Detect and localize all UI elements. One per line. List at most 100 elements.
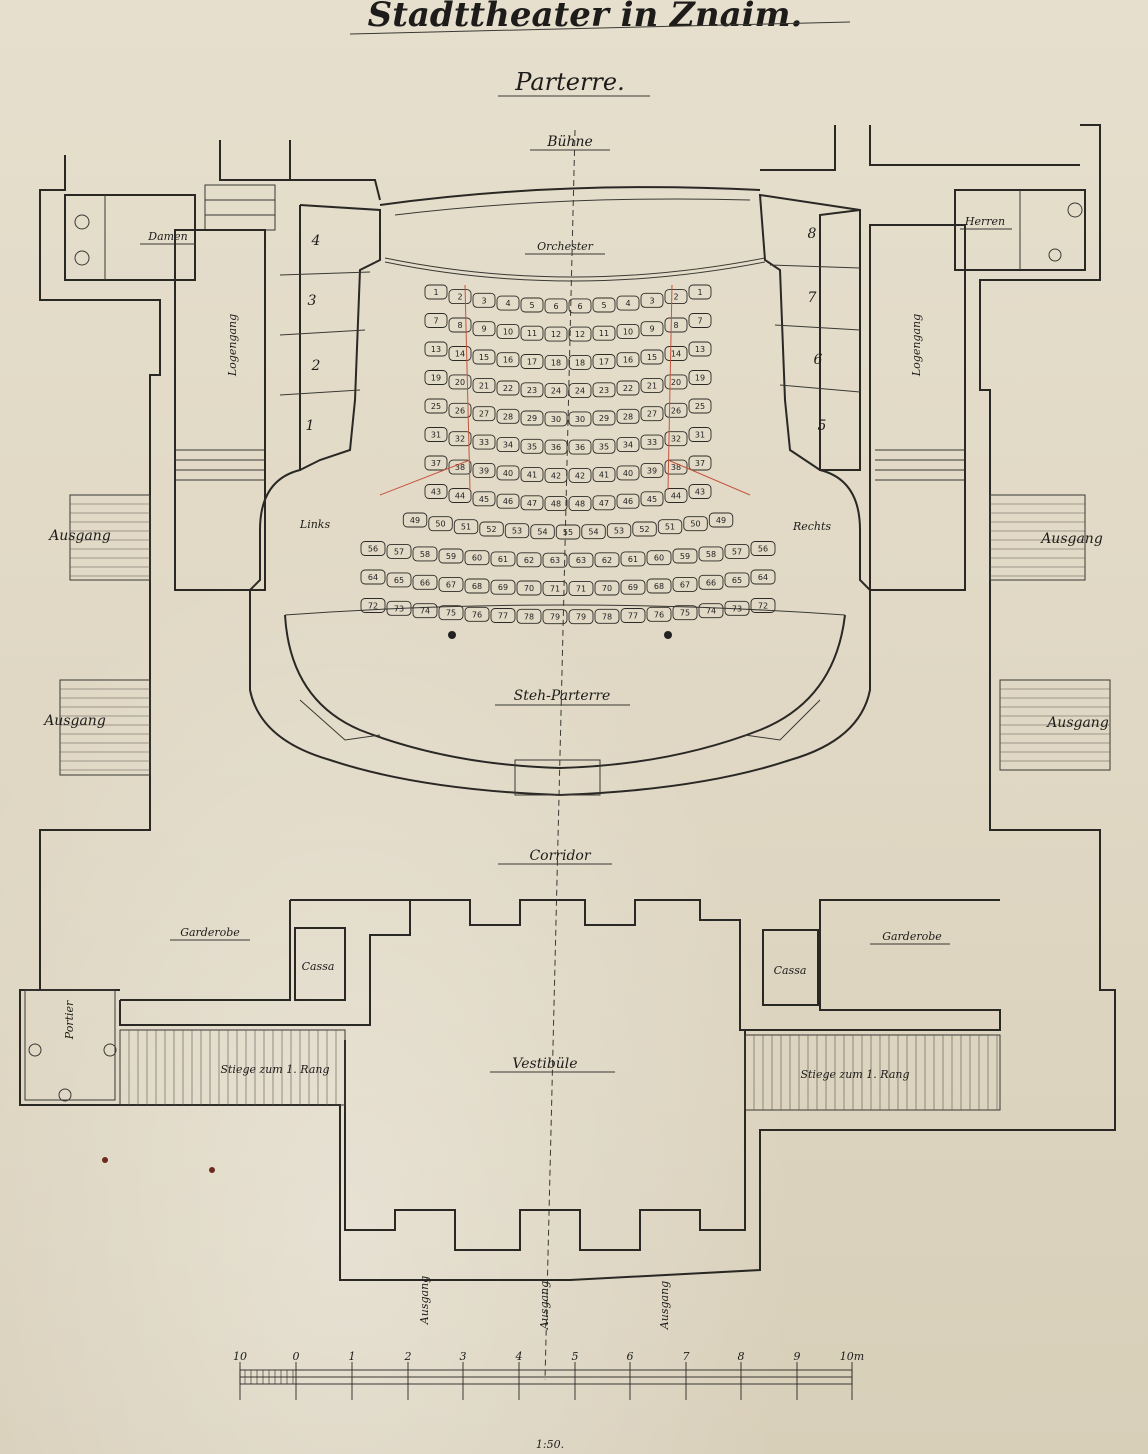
seat: 31 [424, 427, 448, 442]
seat: 22 [616, 380, 640, 396]
svg-text:63: 63 [550, 556, 560, 565]
svg-text:22: 22 [623, 384, 633, 393]
svg-text:36: 36 [575, 443, 585, 452]
svg-text:52: 52 [486, 525, 496, 534]
label-exit-bottom-3: Ausgang [658, 1281, 671, 1330]
scale-tick-label: 6 [627, 1350, 634, 1363]
marker-dot [448, 631, 456, 639]
seat: 27 [472, 406, 496, 422]
label-ausgang-right-2: Ausgang [1045, 715, 1109, 731]
seat: 3 [640, 292, 664, 308]
svg-text:70: 70 [602, 584, 612, 593]
seat: 77 [620, 608, 646, 623]
svg-text:15: 15 [479, 353, 489, 362]
svg-text:70: 70 [524, 584, 534, 593]
svg-text:2: 2 [673, 293, 678, 302]
seat: 33 [472, 434, 496, 450]
seat: 55 [555, 524, 581, 540]
svg-text:69: 69 [498, 583, 508, 592]
svg-text:44: 44 [455, 492, 465, 501]
seat: 53 [504, 523, 530, 539]
seat: 39 [472, 462, 496, 478]
svg-text:8: 8 [457, 321, 462, 330]
seat: 38 [664, 459, 688, 475]
seat: 52 [479, 521, 504, 537]
seat: 10 [496, 323, 520, 339]
svg-text:73: 73 [394, 604, 404, 613]
seat: 44 [448, 488, 472, 503]
svg-text:3: 3 [649, 296, 654, 305]
seat: 7 [688, 313, 712, 328]
label-garderobe-right: Garderobe [882, 930, 942, 943]
svg-text:25: 25 [695, 402, 705, 411]
svg-text:60: 60 [654, 554, 664, 563]
svg-text:48: 48 [575, 500, 585, 509]
svg-text:64: 64 [368, 573, 378, 582]
seat: 51 [453, 519, 479, 535]
seat: 21 [472, 377, 496, 393]
seat: 36 [544, 439, 568, 455]
seat: 36 [568, 439, 592, 455]
svg-text:21: 21 [479, 381, 489, 390]
svg-text:54: 54 [537, 528, 547, 537]
seat: 71 [542, 580, 568, 596]
label-ausgang-right-1: Ausgang [1039, 531, 1103, 547]
svg-text:35: 35 [599, 442, 609, 451]
svg-text:67: 67 [680, 580, 690, 589]
scale-tick-label: 3 [460, 1350, 467, 1363]
seat: 56 [360, 541, 386, 556]
seat: 9 [640, 321, 664, 337]
svg-text:51: 51 [665, 523, 675, 532]
svg-text:4: 4 [625, 299, 630, 308]
svg-text:58: 58 [420, 550, 430, 559]
svg-text:6: 6 [577, 302, 582, 311]
seat: 73 [724, 600, 750, 616]
svg-text:68: 68 [472, 582, 482, 591]
svg-text:22: 22 [503, 384, 513, 393]
label-cassa-right: Cassa [774, 964, 807, 977]
seat: 64 [750, 569, 776, 585]
svg-text:78: 78 [524, 612, 534, 621]
svg-text:47: 47 [527, 499, 537, 508]
seat: 34 [496, 437, 520, 453]
seat: 11 [592, 325, 616, 341]
label-rechts: Rechts [792, 520, 831, 533]
svg-text:45: 45 [647, 495, 657, 504]
box-label: 1 [306, 418, 315, 434]
svg-text:64: 64 [758, 573, 768, 582]
seat: 4 [616, 295, 640, 311]
svg-text:37: 37 [431, 459, 441, 468]
svg-text:24: 24 [575, 387, 585, 396]
foyer-walls [24, 899, 1001, 1251]
seat: 69 [620, 579, 646, 595]
svg-text:41: 41 [599, 471, 609, 480]
scale-tick-label: 9 [794, 1350, 801, 1363]
label-ausgang-left-2: Ausgang [42, 713, 106, 729]
seat: 13 [688, 341, 712, 357]
seat: 53 [606, 523, 632, 539]
svg-text:1: 1 [433, 288, 438, 297]
svg-text:6: 6 [553, 302, 558, 311]
seat: 12 [568, 326, 592, 342]
seat: 67 [672, 576, 698, 592]
svg-text:23: 23 [527, 386, 537, 395]
svg-text:25: 25 [431, 402, 441, 411]
svg-text:27: 27 [479, 410, 489, 419]
svg-text:74: 74 [420, 607, 430, 616]
seat: 28 [496, 408, 520, 424]
svg-text:46: 46 [623, 497, 633, 506]
seat: 75 [438, 605, 464, 621]
svg-text:59: 59 [680, 552, 690, 561]
seat: 39 [640, 462, 664, 478]
svg-text:26: 26 [671, 406, 681, 415]
svg-text:16: 16 [623, 356, 633, 365]
svg-text:69: 69 [628, 583, 638, 592]
label-vestibule: Vestibüle [512, 1056, 577, 1072]
seat: 11 [520, 325, 544, 341]
svg-text:10: 10 [623, 327, 633, 336]
seat: 3 [472, 292, 496, 308]
seat: 8 [664, 317, 688, 333]
seat: 62 [516, 552, 542, 568]
svg-text:12: 12 [551, 330, 561, 339]
seat: 2 [448, 289, 472, 305]
